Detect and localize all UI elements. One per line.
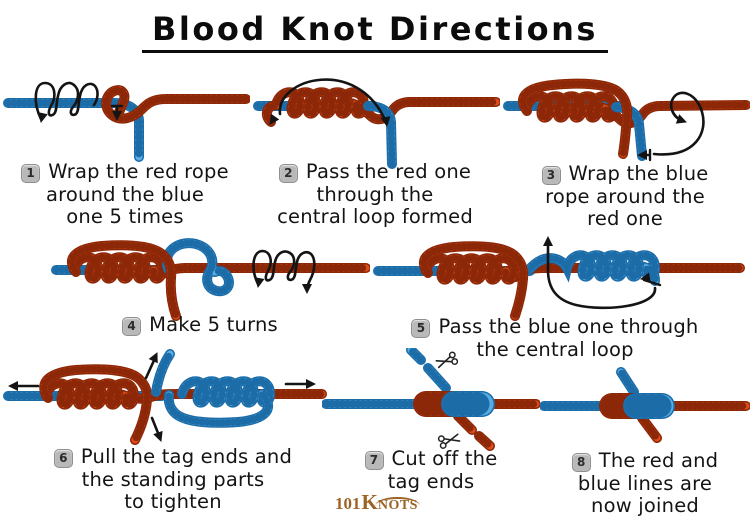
step-number-badge: 8 (571, 452, 591, 472)
step-8-illustration (540, 367, 750, 443)
step-number-badge: 4 (122, 316, 142, 336)
step-2-illustration (253, 78, 500, 169)
step-number-badge: 6 (53, 448, 73, 468)
turns-direction-spiral-arrow (252, 249, 316, 294)
step-number-badge: 2 (278, 163, 298, 183)
wrap-direction-arrow (637, 91, 705, 162)
pull-direction-arrows (8, 352, 316, 442)
page-title: Blood Knot Directions (152, 10, 598, 48)
pass-through-arrow (543, 236, 662, 310)
logo-nots: NOTS (374, 497, 420, 513)
title-underline (142, 50, 608, 53)
step-number-badge: 5 (411, 318, 431, 338)
wrap-direction-spiral-arrow (34, 81, 124, 123)
step-number-badge: 3 (541, 165, 561, 185)
step-number-badge: 7 (364, 450, 384, 470)
pass-through-arrow (269, 78, 391, 127)
step-number-badge: 1 (21, 163, 41, 183)
logo-swoosh (374, 497, 420, 506)
step-3-illustration (503, 78, 750, 162)
logo-k: K (361, 490, 378, 514)
step-1-illustration (3, 81, 250, 162)
step-7-illustration (322, 348, 540, 451)
logo-101: 101 (335, 494, 361, 513)
